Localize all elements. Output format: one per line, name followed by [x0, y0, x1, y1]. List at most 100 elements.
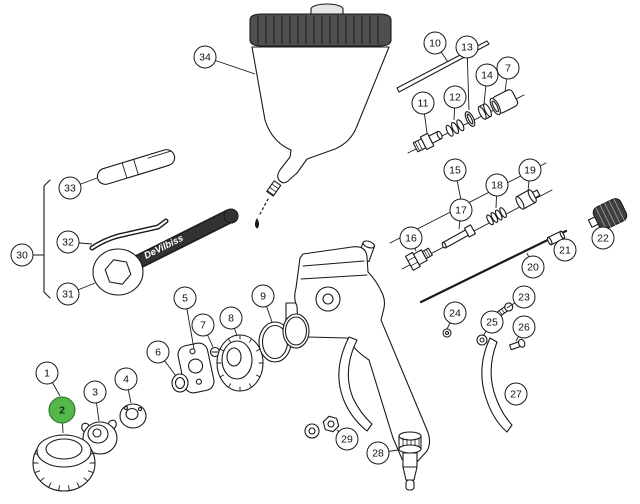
packing-cap	[515, 189, 541, 210]
callout-16[interactable]: 16	[399, 226, 423, 250]
callout-18[interactable]: 18	[485, 173, 509, 197]
callout-20[interactable]: 20	[521, 255, 545, 279]
cup-body	[251, 46, 390, 184]
needle-collar	[546, 230, 566, 246]
callout-label-7: 7	[200, 320, 206, 332]
callout-8[interactable]: 8	[219, 306, 243, 330]
air-valve-spring	[445, 119, 465, 137]
adjusting-knob	[587, 198, 628, 230]
callout-label-18: 18	[491, 180, 503, 192]
paint-drip	[258, 198, 269, 217]
seal-rings	[258, 313, 310, 363]
callout-label-27: 27	[510, 389, 522, 401]
callout-label-14: 14	[481, 70, 493, 82]
spray-head	[216, 334, 264, 392]
callout-12[interactable]: 12	[443, 85, 467, 109]
trigger-installed	[338, 336, 373, 432]
callout-10[interactable]: 10	[423, 31, 447, 55]
cup-stem	[266, 180, 282, 197]
callout-7[interactable]: 7	[496, 56, 520, 80]
spanner-wrench: DeVilbiss	[92, 208, 239, 296]
callout-label-20: 20	[527, 262, 539, 274]
callout-label-24: 24	[449, 308, 461, 320]
callout-label-2: 2	[59, 405, 65, 417]
callout-label-29: 29	[341, 434, 353, 446]
callout-6[interactable]: 6	[146, 340, 170, 364]
callout-17[interactable]: 17	[449, 198, 473, 222]
callout-3[interactable]: 3	[83, 380, 107, 404]
callout-33[interactable]: 33	[58, 176, 82, 200]
trigger-screw	[494, 302, 514, 319]
callout-32[interactable]: 32	[56, 230, 80, 254]
callout-label-19: 19	[524, 165, 536, 177]
fluid-inlet-assembly	[398, 431, 422, 491]
callout-label-10: 10	[429, 38, 441, 50]
callout-27[interactable]: 27	[504, 382, 528, 406]
callout-2[interactable]: 2	[48, 396, 76, 424]
callout-label-8: 8	[228, 313, 234, 325]
artwork: DeVilbiss	[32, 3, 628, 492]
air-cap	[81, 419, 118, 455]
callout-34[interactable]: 34	[193, 45, 217, 69]
callout-31[interactable]: 31	[56, 282, 80, 306]
callout-label-34: 34	[199, 52, 211, 64]
callout-9[interactable]: 9	[251, 284, 275, 308]
trigger-bolt	[509, 338, 526, 351]
paint-cup	[249, 3, 392, 229]
callout-24[interactable]: 24	[443, 301, 467, 325]
callout-label-1: 1	[44, 368, 50, 380]
callout-4[interactable]: 4	[114, 367, 138, 391]
callout-7[interactable]: 7	[191, 313, 215, 337]
valve-cap	[489, 89, 519, 116]
callout-label-26: 26	[518, 322, 530, 334]
baffle-ring	[119, 403, 147, 429]
callout-label-30: 30	[16, 250, 28, 262]
retaining-ring	[32, 434, 96, 492]
callout-label-25: 25	[486, 317, 498, 329]
inlet-elbow-parts	[304, 415, 340, 439]
valve-stem	[441, 224, 476, 249]
callout-15[interactable]: 15	[443, 158, 467, 182]
callout-label-12: 12	[449, 92, 461, 104]
callout-26[interactable]: 26	[512, 315, 536, 339]
callout-label-7: 7	[505, 63, 511, 75]
callout-label-4: 4	[123, 374, 129, 386]
callout-label-9: 9	[260, 291, 266, 303]
callout-label-31: 31	[62, 289, 74, 301]
packing-nut	[404, 247, 433, 271]
callout-23[interactable]: 23	[512, 285, 536, 309]
callout-28[interactable]: 28	[366, 441, 390, 465]
callout-11[interactable]: 11	[411, 91, 435, 115]
fluid-needle	[419, 229, 568, 304]
wrench-hex-opening	[104, 259, 132, 285]
tools-bracket	[43, 179, 51, 299]
callout-29[interactable]: 29	[335, 427, 359, 451]
callout-14[interactable]: 14	[475, 63, 499, 87]
callout-label-23: 23	[518, 292, 530, 304]
callout-label-15: 15	[449, 165, 461, 177]
cup-lid	[249, 13, 392, 47]
callout-label-21: 21	[559, 245, 571, 257]
callout-1[interactable]: 1	[35, 361, 59, 385]
callout-25[interactable]: 25	[480, 310, 504, 334]
hex-key-tool	[89, 218, 169, 251]
callout-22[interactable]: 22	[591, 226, 615, 250]
callout-label-28: 28	[372, 448, 384, 460]
callout-13[interactable]: 13	[455, 35, 479, 59]
callout-5[interactable]: 5	[173, 286, 197, 310]
trigger-washer	[476, 334, 488, 346]
callout-label-32: 32	[62, 237, 74, 249]
air-valve-fitting	[412, 130, 443, 153]
callout-label-11: 11	[418, 98, 429, 110]
callout-label-33: 33	[64, 183, 76, 195]
callout-19[interactable]: 19	[518, 158, 542, 182]
callout-label-6: 6	[155, 347, 161, 359]
callout-21[interactable]: 21	[553, 238, 577, 262]
cleaning-brush-tool	[96, 149, 176, 185]
trigger	[481, 337, 513, 433]
callout-label-22: 22	[597, 233, 609, 245]
callout-label-16: 16	[405, 233, 417, 245]
callout-30[interactable]: 30	[10, 243, 34, 267]
